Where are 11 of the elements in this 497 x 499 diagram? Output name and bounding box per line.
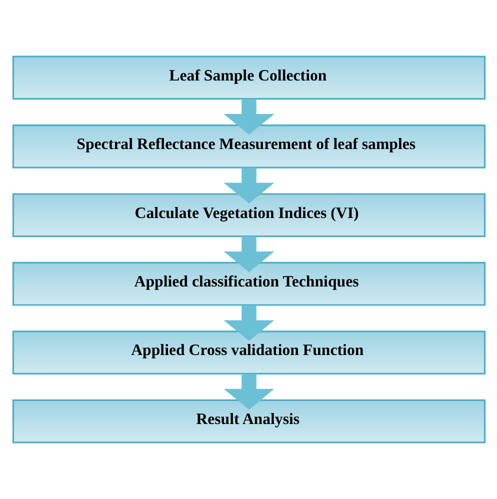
arrow [223, 374, 274, 410]
arrow [223, 305, 274, 341]
arrow [223, 99, 274, 135]
node-box: Calculate Vegetation Indices (VI) [12, 193, 486, 238]
arrow [223, 236, 274, 272]
node-box: Applied classification Techniques [12, 262, 486, 306]
node-box: Applied Cross validation Function [12, 330, 486, 375]
arrow [223, 168, 274, 204]
node-box: Spectral Reflectance Measurement of leaf samples [12, 124, 486, 168]
node-box: Result Analysis [12, 399, 486, 444]
node-box: Leaf Sample Collection [12, 56, 486, 100]
